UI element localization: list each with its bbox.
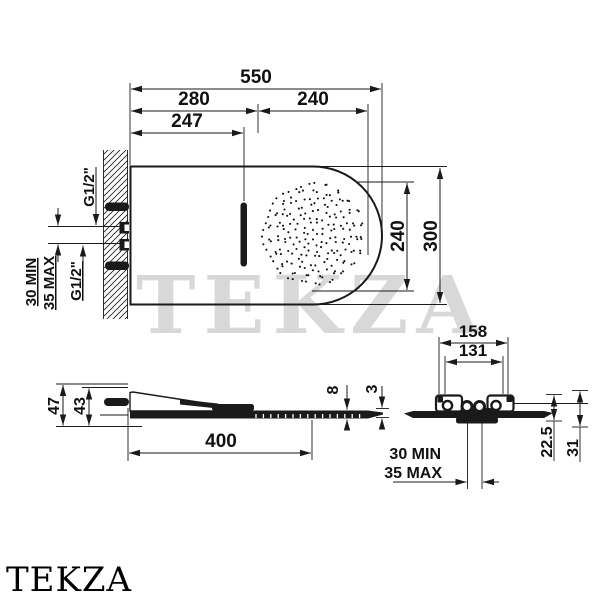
dim-slot-offset: 247 — [131, 111, 245, 201]
dim-3-label: 3 — [364, 384, 381, 393]
dim-300-label: 300 — [421, 220, 442, 252]
dim-drop-b: 31 — [565, 390, 588, 462]
front-view: 158 131 22.5 31 — [384, 322, 588, 489]
dim-247-label: 247 — [171, 111, 203, 132]
dim-240v-label: 240 — [388, 220, 409, 252]
mechanism-detail-2 — [212, 404, 254, 411]
dim-158-label: 158 — [459, 322, 487, 341]
dim-400-label: 400 — [205, 431, 237, 452]
dim-31-label: 31 — [565, 439, 582, 457]
wall-section — [103, 150, 128, 319]
dim-280-label: 280 — [178, 89, 210, 110]
front-wall-max-label: 35 MAX — [384, 465, 442, 482]
dim-bracket-inner: 131 — [444, 341, 504, 394]
waterfall-slot — [240, 202, 247, 267]
nozzle-slits — [255, 414, 361, 418]
dim-left-section: 280 — [131, 89, 259, 133]
pipe-stub — [104, 398, 129, 406]
dim-bracket-outer: 158 — [438, 322, 509, 394]
dim-550-label: 550 — [240, 67, 272, 88]
wall-distance-dim: 30 MIN 35 MAX — [384, 423, 499, 489]
dim-plate-thickness: 8 — [325, 385, 351, 431]
dim-height-outer: 47 — [46, 383, 142, 427]
dim-drop-a: 22.5 — [539, 394, 562, 461]
g12-bottom-label: G1/2" — [68, 261, 85, 301]
dim-height-inner: 43 — [72, 387, 128, 426]
wall-min-label: 30 MIN — [23, 258, 40, 306]
channel-bulge — [456, 417, 498, 424]
dim-length: 400 — [127, 408, 313, 461]
dim-spray-width: 240 — [259, 89, 369, 255]
dim-131-label: 131 — [459, 341, 487, 360]
dim-43-label: 43 — [72, 397, 89, 415]
dim-22-5-label: 22.5 — [539, 426, 556, 457]
mounting-screw-top — [105, 202, 129, 211]
g12-top-label: G1/2" — [81, 167, 98, 207]
mounting-screw-bottom — [105, 261, 129, 270]
dim-edge-thickness: 3 — [364, 384, 389, 430]
dim-total-width: 550 — [129, 67, 383, 232]
side-view: 47 43 8 3 400 — [46, 383, 389, 461]
dim-total-depth: 300 — [313, 166, 447, 305]
dim-240h-label: 240 — [297, 89, 329, 110]
front-wall-min-label: 30 MIN — [389, 446, 441, 463]
shower-head-outline — [129, 165, 383, 306]
inlet-label-top: G1/2" — [81, 167, 100, 225]
mounting-bracket — [434, 394, 515, 417]
dim-8-label: 8 — [325, 385, 342, 394]
wall-depth-dim: 30 MIN 35 MAX — [23, 208, 124, 310]
inlet-label-bottom: G1/2" — [68, 245, 87, 301]
dim-47-label: 47 — [46, 397, 63, 415]
dim-spray-diameter: 240 — [312, 181, 414, 292]
spray-nozzle-dots — [260, 181, 364, 286]
mechanism-detail — [180, 399, 218, 409]
top-view: 550 280 240 247 240 — [23, 67, 447, 319]
wall-max-label: 35 MAX — [41, 256, 58, 310]
inlet-fittings — [119, 222, 129, 251]
brand-logo-text: TEKZA — [6, 560, 132, 600]
